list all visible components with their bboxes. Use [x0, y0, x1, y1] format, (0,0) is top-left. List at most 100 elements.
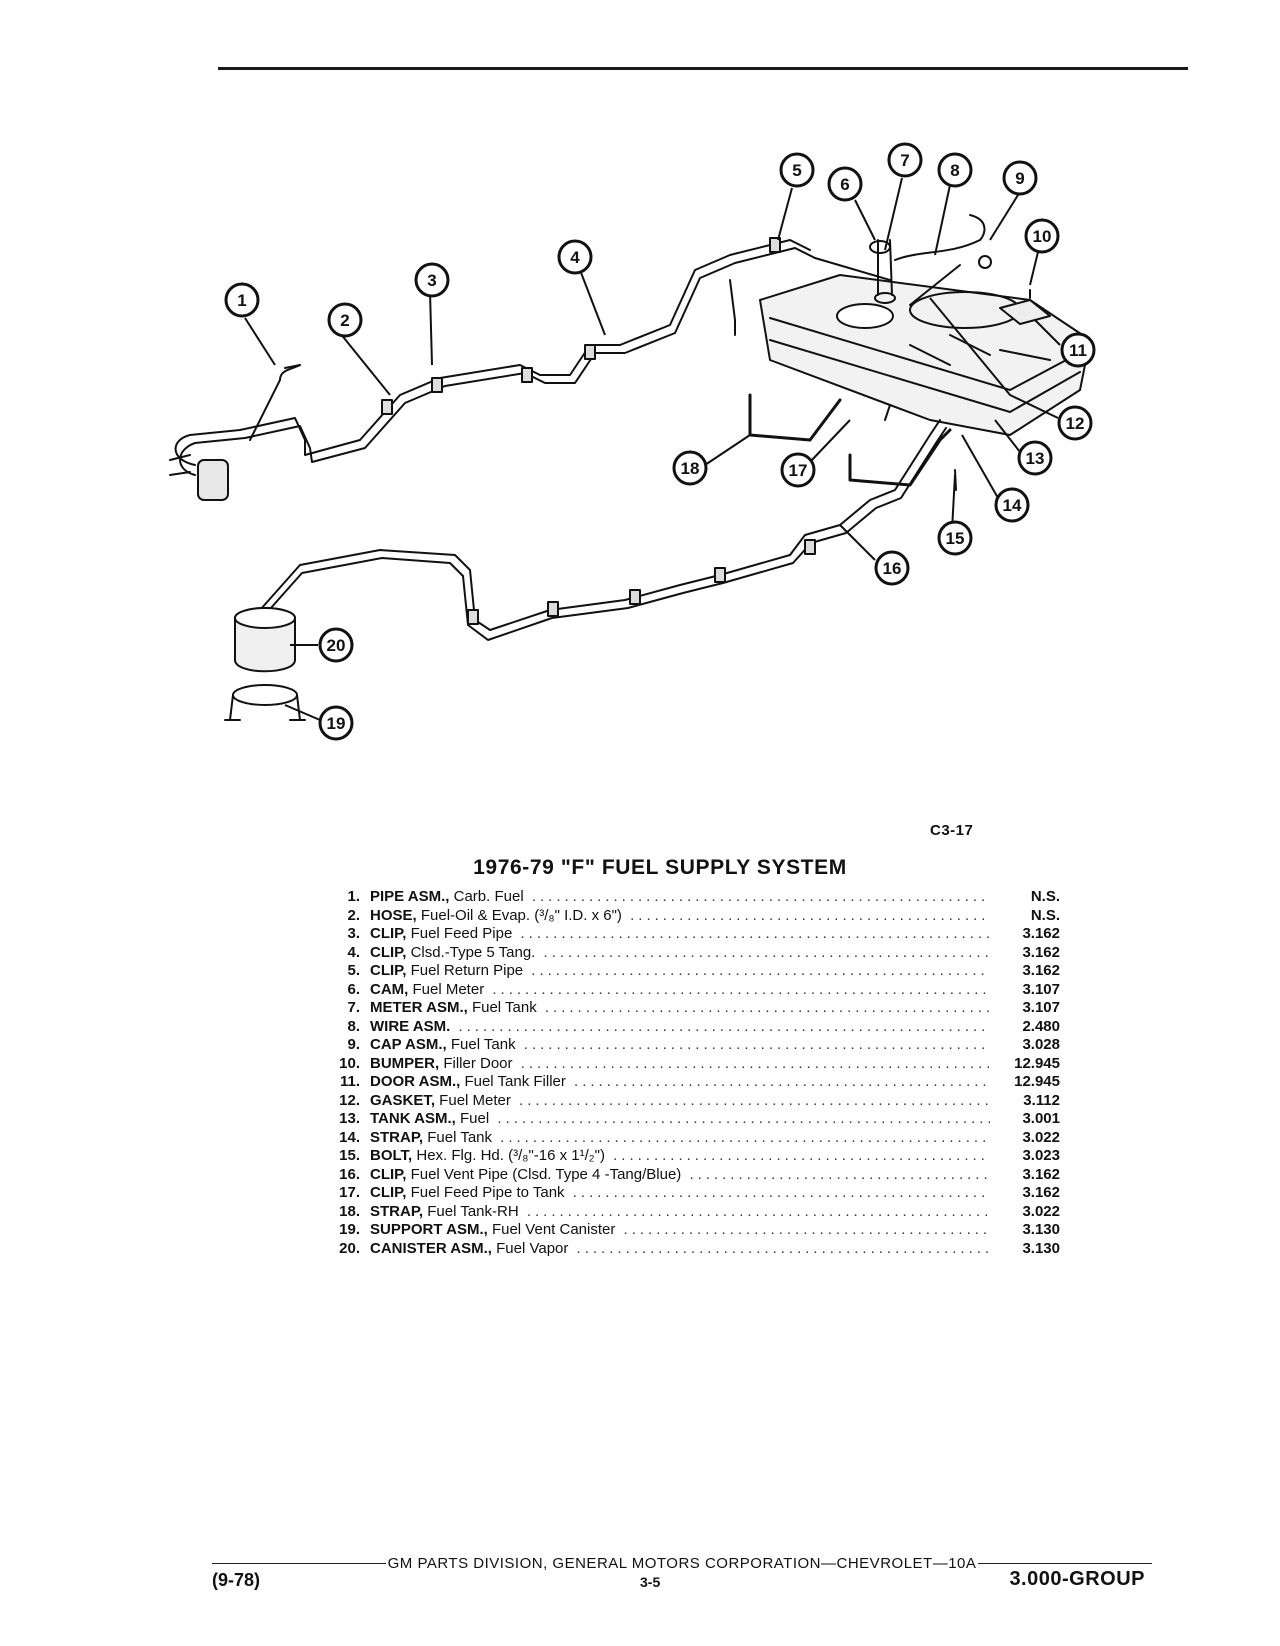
- part-description: CLIP, Fuel Feed Pipe to Tank ...........…: [370, 1184, 990, 1203]
- callout-5: 5: [779, 152, 815, 188]
- part-detail: Fuel-Oil & Evap. (³/₈" I.D. x 6"): [416, 906, 622, 924]
- part-detail: Fuel Vent Canister: [487, 1221, 616, 1238]
- part-number: 11.: [339, 1073, 360, 1090]
- part-description: BOLT, Hex. Flg. Hd. (³/₈"-16 x 1¹/₂") ..…: [370, 1147, 990, 1166]
- fuel-tank-drawing: [759, 274, 1091, 436]
- parts-list-row: 2. HOSE, Fuel-Oil & Evap. (³/₈" I.D. x 6"…: [320, 907, 1060, 926]
- part-detail: Fuel Tank Filler: [460, 1073, 566, 1090]
- part-description: CLIP, Fuel Feed Pipe ...................…: [370, 925, 990, 944]
- svg-text:8: 8: [950, 161, 959, 180]
- leader-dots: ........................................…: [523, 1036, 990, 1053]
- svg-text:1: 1: [237, 291, 246, 310]
- part-detail: Hex. Flg. Hd. (³/₈"-16 x 1¹/₂"): [412, 1147, 605, 1164]
- svg-text:9: 9: [1015, 169, 1024, 188]
- part-number: 17.: [339, 1184, 360, 1201]
- part-number: 15.: [339, 1147, 360, 1164]
- leader-dots: ........................................…: [520, 925, 990, 942]
- parts-list-row: 9. CAP ASM., Fuel Tank ..................…: [320, 1036, 1060, 1055]
- part-group-number: 3.130: [1022, 1221, 1060, 1238]
- part-description: GASKET, Fuel Meter .....................…: [370, 1092, 990, 1111]
- parts-list-row: 14.STRAP, Fuel Tank ....................…: [320, 1129, 1060, 1148]
- leader-dots: ........................................…: [500, 1128, 990, 1146]
- part-detail: Fuel Vent Pipe (Clsd. Type 4 -Tang/Blue): [406, 1165, 682, 1183]
- part-description: DOOR ASM., Fuel Tank Filler ............…: [370, 1073, 990, 1092]
- leader-dots: ........................................…: [520, 1054, 990, 1072]
- part-number: 16.: [339, 1165, 360, 1183]
- part-number: 9.: [347, 1036, 360, 1053]
- part-number: 19.: [339, 1221, 360, 1238]
- part-number: 1.: [347, 888, 360, 905]
- part-group-number: 3.162: [1022, 962, 1060, 979]
- part-name: STRAP,: [370, 1202, 424, 1220]
- part-number: 2.: [347, 906, 360, 924]
- part-name: CLIP,: [370, 962, 407, 979]
- callout-17: 17: [780, 452, 816, 488]
- part-description: CAP ASM., Fuel Tank ....................…: [370, 1036, 990, 1055]
- callout-3: 3: [414, 262, 450, 298]
- part-name: CLIP,: [370, 1184, 407, 1201]
- part-description: STRAP, Fuel Tank-RH ....................…: [370, 1203, 990, 1222]
- part-group-number: 3.028: [1022, 1036, 1060, 1053]
- part-detail: Fuel Tank-RH: [423, 1202, 519, 1220]
- part-name: BOLT,: [370, 1147, 413, 1164]
- part-description: CLIP, Fuel Vent Pipe (Clsd. Type 4 -Tang…: [370, 1166, 990, 1185]
- leader-dots: ........................................…: [572, 1184, 990, 1201]
- parts-list-row: 17. CLIP, Fuel Feed Pipe to Tank ........…: [320, 1184, 1060, 1203]
- leader-dots: ........................................…: [613, 1147, 990, 1164]
- part-number: 8.: [347, 1017, 360, 1035]
- part-group-number: 12.945: [1014, 1054, 1060, 1072]
- leader-dots: ........................................…: [630, 906, 990, 924]
- part-detail: Fuel Return Pipe: [406, 962, 524, 979]
- callout-16: 16: [874, 550, 910, 586]
- part-name: BUMPER,: [370, 1054, 440, 1072]
- part-description: TANK ASM., Fuel ........................…: [370, 1110, 990, 1129]
- leader-dots: ........................................…: [689, 1165, 990, 1183]
- callout-20: 20: [318, 627, 354, 663]
- callout-4: 4: [557, 239, 593, 275]
- footer-page-number: 3-5: [640, 1574, 661, 1590]
- leader-dots: ........................................…: [574, 1073, 990, 1090]
- part-detail: Fuel Meter: [408, 980, 485, 998]
- svg-text:7: 7: [900, 151, 909, 170]
- part-name: CAM,: [370, 980, 409, 998]
- parts-list-row: 20.CANISTER ASM., Fuel Vapor ...........…: [320, 1240, 1060, 1259]
- svg-text:6: 6: [840, 175, 849, 194]
- part-detail: Fuel Feed Pipe to Tank: [406, 1184, 565, 1201]
- parts-list-row: 10. BUMPER, Filler Door .................…: [320, 1055, 1060, 1074]
- callout-8: 8: [937, 152, 973, 188]
- part-name: METER ASM.,: [370, 999, 468, 1016]
- footer-rule-right: [978, 1562, 1153, 1565]
- part-group-number: 3.162: [1022, 943, 1060, 961]
- part-description: CAM, Fuel Meter ........................…: [370, 981, 990, 1000]
- part-group-number: N.S.: [1030, 906, 1060, 924]
- part-detail: Filler Door: [439, 1054, 513, 1072]
- part-number: 12.: [339, 1091, 360, 1109]
- leader-dots: ........................................…: [526, 1202, 990, 1220]
- svg-text:11: 11: [1069, 341, 1087, 360]
- part-group-number: 3.022: [1022, 1128, 1060, 1146]
- part-name: CLIP,: [370, 1165, 407, 1183]
- part-name: GASKET,: [370, 1091, 436, 1109]
- callout-14: 14: [994, 487, 1030, 523]
- callout-12: 12: [1057, 405, 1093, 441]
- footer-rule-left: [212, 1562, 386, 1565]
- callout-7: 7: [887, 142, 923, 178]
- part-description: SUPPORT ASM., Fuel Vent Canister .......…: [370, 1221, 990, 1240]
- part-group-number: 3.162: [1022, 1165, 1060, 1183]
- part-description: HOSE, Fuel-Oil & Evap. (³/₈" I.D. x 6") …: [370, 907, 990, 926]
- part-description: WIRE ASM. ..............................…: [370, 1018, 990, 1037]
- callout-2: 2: [327, 302, 363, 338]
- leader-dots: ........................................…: [497, 1110, 990, 1127]
- part-detail: Carb. Fuel: [449, 888, 524, 905]
- svg-text:4: 4: [570, 248, 580, 267]
- part-number: 10.: [339, 1054, 360, 1072]
- part-name: CLIP,: [370, 943, 407, 961]
- part-name: WIRE ASM.: [370, 1017, 451, 1035]
- callout-11: 11: [1060, 332, 1096, 368]
- part-description: STRAP, Fuel Tank .......................…: [370, 1129, 990, 1148]
- parts-list-row: 18.STRAP, Fuel Tank-RH .................…: [320, 1203, 1060, 1222]
- figure-code: C3-17: [930, 822, 974, 839]
- callout-19: 19: [318, 705, 354, 741]
- svg-text:10: 10: [1033, 227, 1052, 246]
- svg-text:18: 18: [681, 459, 700, 478]
